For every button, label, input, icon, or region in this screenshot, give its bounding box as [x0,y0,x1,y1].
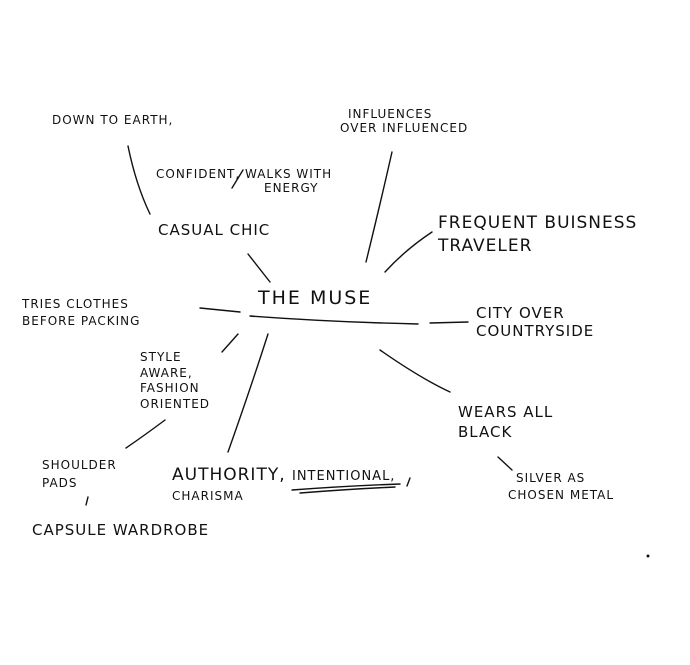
node-influences-line2: OVER INFLUENCED [340,120,469,135]
node-city-line1: CITY OVER [476,304,565,322]
node-tries-line1: TRIES CLOTHES [22,297,129,311]
center-label: THE MUSE [258,287,373,309]
node-charisma: CHARISMA [172,489,244,503]
connector-wears-black [379,349,451,393]
connector-confident [231,169,244,189]
node-casual-chic: CASUAL CHIC [158,221,271,239]
connector-city [429,321,469,324]
node-wears-line2: BLACK [458,423,513,442]
node-city: CITY OVER COUNTRYSIDE [476,304,594,340]
node-wears-line1: WEARS ALL [458,403,554,421]
center-underline [249,315,419,325]
node-shoulder-line1: SHOULDER [42,458,117,472]
connector-style-aware [221,333,239,353]
connector-frequent-traveler [384,231,433,273]
node-capsule-wardrobe: CAPSULE WARDROBE [32,521,210,539]
connector-authority [227,333,269,453]
node-city-line2: COUNTRYSIDE [476,322,595,340]
node-authority: AUTHORITY, [172,465,286,485]
node-style-line4: ORIENTED [140,396,211,411]
connector-down-to-earth [127,145,151,215]
node-confident-line1: CONFIDENT, WALKS WITH [156,167,333,181]
node-silver-line2: CHOSEN METAL [508,488,615,503]
connector-silver [497,456,513,471]
node-style-aware: STYLE AWARE, FASHION ORIENTED [140,350,210,412]
node-confident-line2: ENERGY [264,180,319,195]
node-style-line1: STYLE [140,350,182,364]
node-down-to-earth: DOWN TO EARTH, [52,113,174,127]
node-tries-line2: BEFORE PACKING [22,314,141,329]
node-silver-line1: SILVER AS [516,471,586,485]
node-shoulder-pads: SHOULDER PADS [42,456,117,492]
connector-influences [365,151,393,263]
connector-capsule [85,496,89,506]
connector-shoulder-pads [125,419,166,449]
node-tries-clothes: TRIES CLOTHES BEFORE PACKING [22,296,140,331]
node-frequent-line2: TRAVELER [438,235,533,256]
node-intentional: INTENTIONAL, [292,469,396,484]
node-influences: INFLUENCES OVER INFLUENCED [340,107,469,136]
node-wears-black: WEARS ALL BLACK [458,402,553,443]
node-frequent-traveler: FREQUENT BUISNESS TRAVELER [438,212,637,258]
connector-casual-chic [247,253,271,283]
connector-tries-clothes [199,307,241,313]
node-shoulder-line2: PADS [42,476,78,490]
node-style-line3: FASHION [140,381,200,396]
node-influences-line1: INFLUENCES [348,107,433,121]
intentional-comma [406,477,411,487]
stray-dot [646,554,650,558]
node-silver: SILVER AS CHOSEN METAL [508,470,614,505]
intentional-underline [291,483,401,494]
node-confident: CONFIDENT, WALKS WITH ENERGY [156,167,333,196]
node-frequent-line1: FREQUENT BUISNESS [438,213,638,233]
node-style-line2: AWARE, [140,365,193,380]
